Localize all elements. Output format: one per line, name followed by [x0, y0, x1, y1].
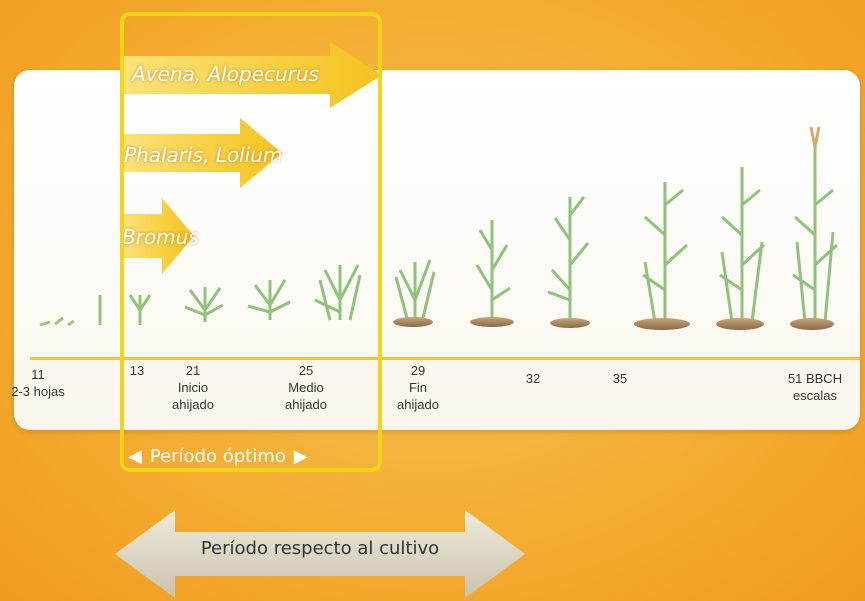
- stage-13-label: 13: [122, 362, 152, 379]
- stage-51-desc: escalas: [792, 388, 838, 403]
- stage-25-label: 25 Medio ahijado: [268, 362, 344, 413]
- crop-period-label: Período respecto al cultivo: [200, 538, 440, 559]
- stage-51-code: 51 BBCH: [787, 371, 843, 386]
- plant-stage-32: [470, 220, 514, 327]
- plant-stage-51: [790, 126, 839, 330]
- stage-21-code: 21: [185, 363, 201, 378]
- stage-25-desc: Medio ahijado: [285, 380, 327, 412]
- weed-label-bromus: Bromus: [122, 225, 199, 249]
- weed-arrow-bromus: [120, 198, 194, 274]
- weed-label-phalaris: Phalaris, Lolium: [124, 143, 283, 167]
- left-triangle-icon: ◀: [128, 446, 142, 467]
- crop-period-double-arrow: [115, 510, 525, 598]
- optimal-period-text: Período óptimo: [149, 446, 286, 467]
- stage-baseline: [30, 357, 860, 360]
- plant-stage-25: [247, 264, 362, 321]
- plant-stage-29: [393, 259, 436, 327]
- stage-13-code: 13: [129, 363, 145, 378]
- plant-stage-11: [39, 316, 75, 327]
- plant-stage-13: [98, 294, 152, 325]
- stage-35-label: 35: [605, 370, 635, 387]
- stage-29-desc: Fin ahijado: [397, 380, 439, 412]
- stage-11-desc: 2-3 hojas: [11, 384, 65, 399]
- stage-32-code: 32: [525, 371, 541, 386]
- stage-25-code: 25: [298, 363, 314, 378]
- stage-29-label: 29 Fin ahijado: [383, 362, 453, 413]
- weed-arrow-avena: [120, 42, 382, 108]
- stage-29-code: 29: [410, 363, 426, 378]
- weed-label-avena: Avena, Alopecurus: [132, 62, 319, 86]
- stage-21-label: 21 Inicio ahijado: [158, 362, 228, 413]
- plant-stage-21: [184, 287, 224, 322]
- stage-21-desc: Inicio ahijado: [172, 380, 214, 412]
- plant-stage-later-1: [634, 182, 690, 330]
- optimal-period-label: ◀ Período óptimo ▶: [128, 446, 308, 467]
- right-triangle-icon: ▶: [293, 446, 308, 467]
- weed-arrow-phalaris: [120, 118, 282, 188]
- stage-11-label: 11 2-3 hojas: [3, 366, 73, 400]
- stage-35-code: 35: [612, 371, 628, 386]
- plant-stage-35: [547, 196, 590, 328]
- stage-11-code: 11: [31, 367, 45, 382]
- plant-stage-later-2: [716, 167, 766, 330]
- stage-51-label: 51 BBCH escalas: [775, 370, 855, 404]
- optimal-period-frame: [120, 12, 382, 472]
- stage-32-label: 32: [518, 370, 548, 387]
